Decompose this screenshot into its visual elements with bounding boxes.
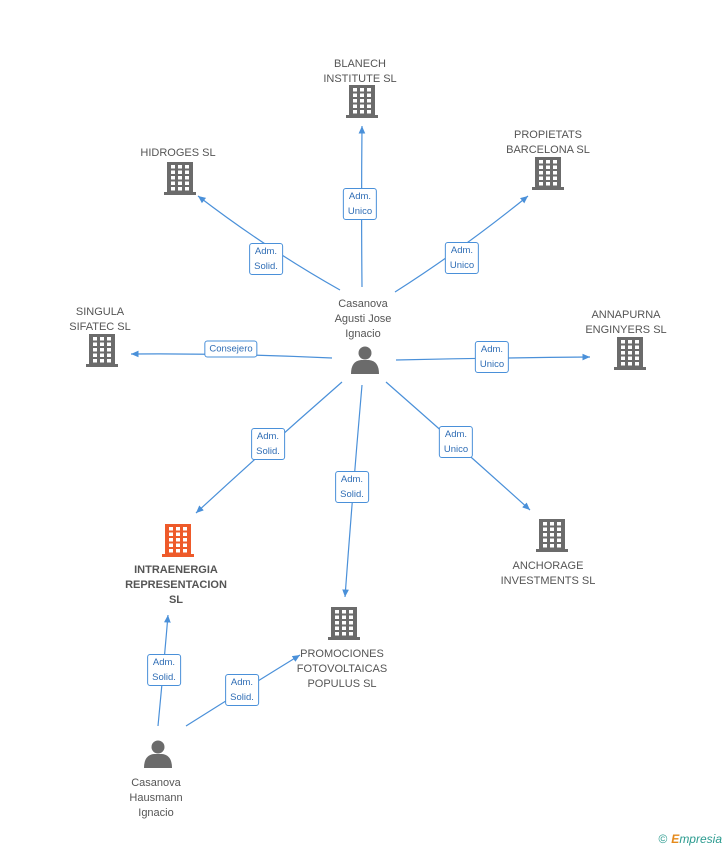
node-label-line: INSTITUTE SL	[323, 73, 397, 85]
node-label-line: BARCELONA SL	[506, 144, 590, 156]
node-label-intraenergia[interactable]: INTRAENERGIA REPRESENTACION SL	[125, 563, 227, 608]
edge-label-hidroges[interactable]: Adm. Solid.	[249, 243, 283, 275]
node-label-line: SIFATEC SL	[69, 321, 131, 333]
node-label-annapurna[interactable]: ANNAPURNA ENGINYERS SL	[585, 308, 666, 338]
building-icon-propietats[interactable]	[532, 157, 564, 190]
node-label-line: Agusti Jose	[334, 313, 392, 325]
node-label-line: ENGINYERS SL	[585, 324, 667, 336]
building-icon-promociones[interactable]	[328, 607, 360, 640]
node-label-line: REPRESENTACION	[125, 579, 227, 591]
building-icon-blanech[interactable]	[346, 85, 378, 118]
node-label-line: ANCHORAGE	[512, 560, 584, 572]
edge-label-blanech[interactable]: Adm. Unico	[342, 188, 378, 220]
node-label-line: POPULUS SL	[307, 678, 377, 690]
edge-label-propietats[interactable]: Adm. Unico	[444, 242, 480, 274]
node-label-singula[interactable]: SINGULA SIFATEC SL	[69, 305, 131, 335]
edge-label-annapurna[interactable]: Adm. Unico	[474, 341, 510, 373]
node-label-line: Casanova	[338, 298, 388, 310]
node-label-line: ANNAPURNA	[591, 309, 661, 321]
node-label-line: BLANECH	[334, 58, 386, 70]
node-label-propietats[interactable]: PROPIETATS BARCELONA SL	[506, 128, 590, 158]
brand-initial: E	[671, 832, 680, 846]
node-label-line: HIDROGES SL	[140, 147, 216, 159]
building-icon-hidroges[interactable]	[164, 162, 196, 195]
edge-label-singula[interactable]: Consejero	[204, 340, 258, 358]
edge-label-promociones[interactable]: Adm. Solid.	[335, 471, 369, 503]
edge-label-promociones[interactable]: Adm. Solid.	[225, 674, 259, 706]
building-icon-intraenergia[interactable]	[162, 524, 194, 557]
node-label-line: Ignacio	[345, 328, 381, 340]
node-label-line: Casanova	[131, 777, 181, 789]
node-label-line: Ignacio	[138, 807, 174, 819]
building-icon-anchorage[interactable]	[536, 519, 568, 552]
brand-name: mpresia	[679, 832, 722, 846]
node-label-line: PROMOCIONES	[300, 648, 384, 660]
node-label-line: Hausmann	[129, 792, 183, 804]
node-label-line: SL	[168, 594, 184, 606]
person-icon-casanova_agusti[interactable]	[351, 346, 379, 375]
node-label-line: FOTOVOLTAICAS	[296, 663, 388, 675]
node-label-promociones[interactable]: PROMOCIONES FOTOVOLTAICAS POPULUS SL	[297, 647, 387, 692]
empresia-brand[interactable]: ©Empresia	[658, 832, 722, 846]
node-label-line: SINGULA	[75, 306, 125, 318]
node-label-line: INTRAENERGIA	[134, 564, 218, 576]
building-icon-annapurna[interactable]	[614, 337, 646, 370]
copyright-symbol: ©	[658, 832, 668, 846]
node-label-line: INVESTMENTS SL	[500, 575, 596, 587]
edge-label-anchorage[interactable]: Adm. Unico	[438, 426, 474, 458]
edge-label-intraenergia[interactable]: Adm. Solid.	[251, 428, 285, 460]
node-label-anchorage[interactable]: ANCHORAGE INVESTMENTS SL	[501, 559, 596, 589]
edge-label-intraenergia[interactable]: Adm. Solid.	[147, 654, 181, 686]
node-label-line: PROPIETATS	[513, 129, 583, 141]
node-label-blanech[interactable]: BLANECH INSTITUTE SL	[323, 57, 396, 87]
building-icon-singula[interactable]	[86, 334, 118, 367]
person-icon-casanova_hausmann[interactable]	[144, 740, 172, 769]
node-label-hidroges[interactable]: HIDROGES SL	[140, 146, 215, 161]
